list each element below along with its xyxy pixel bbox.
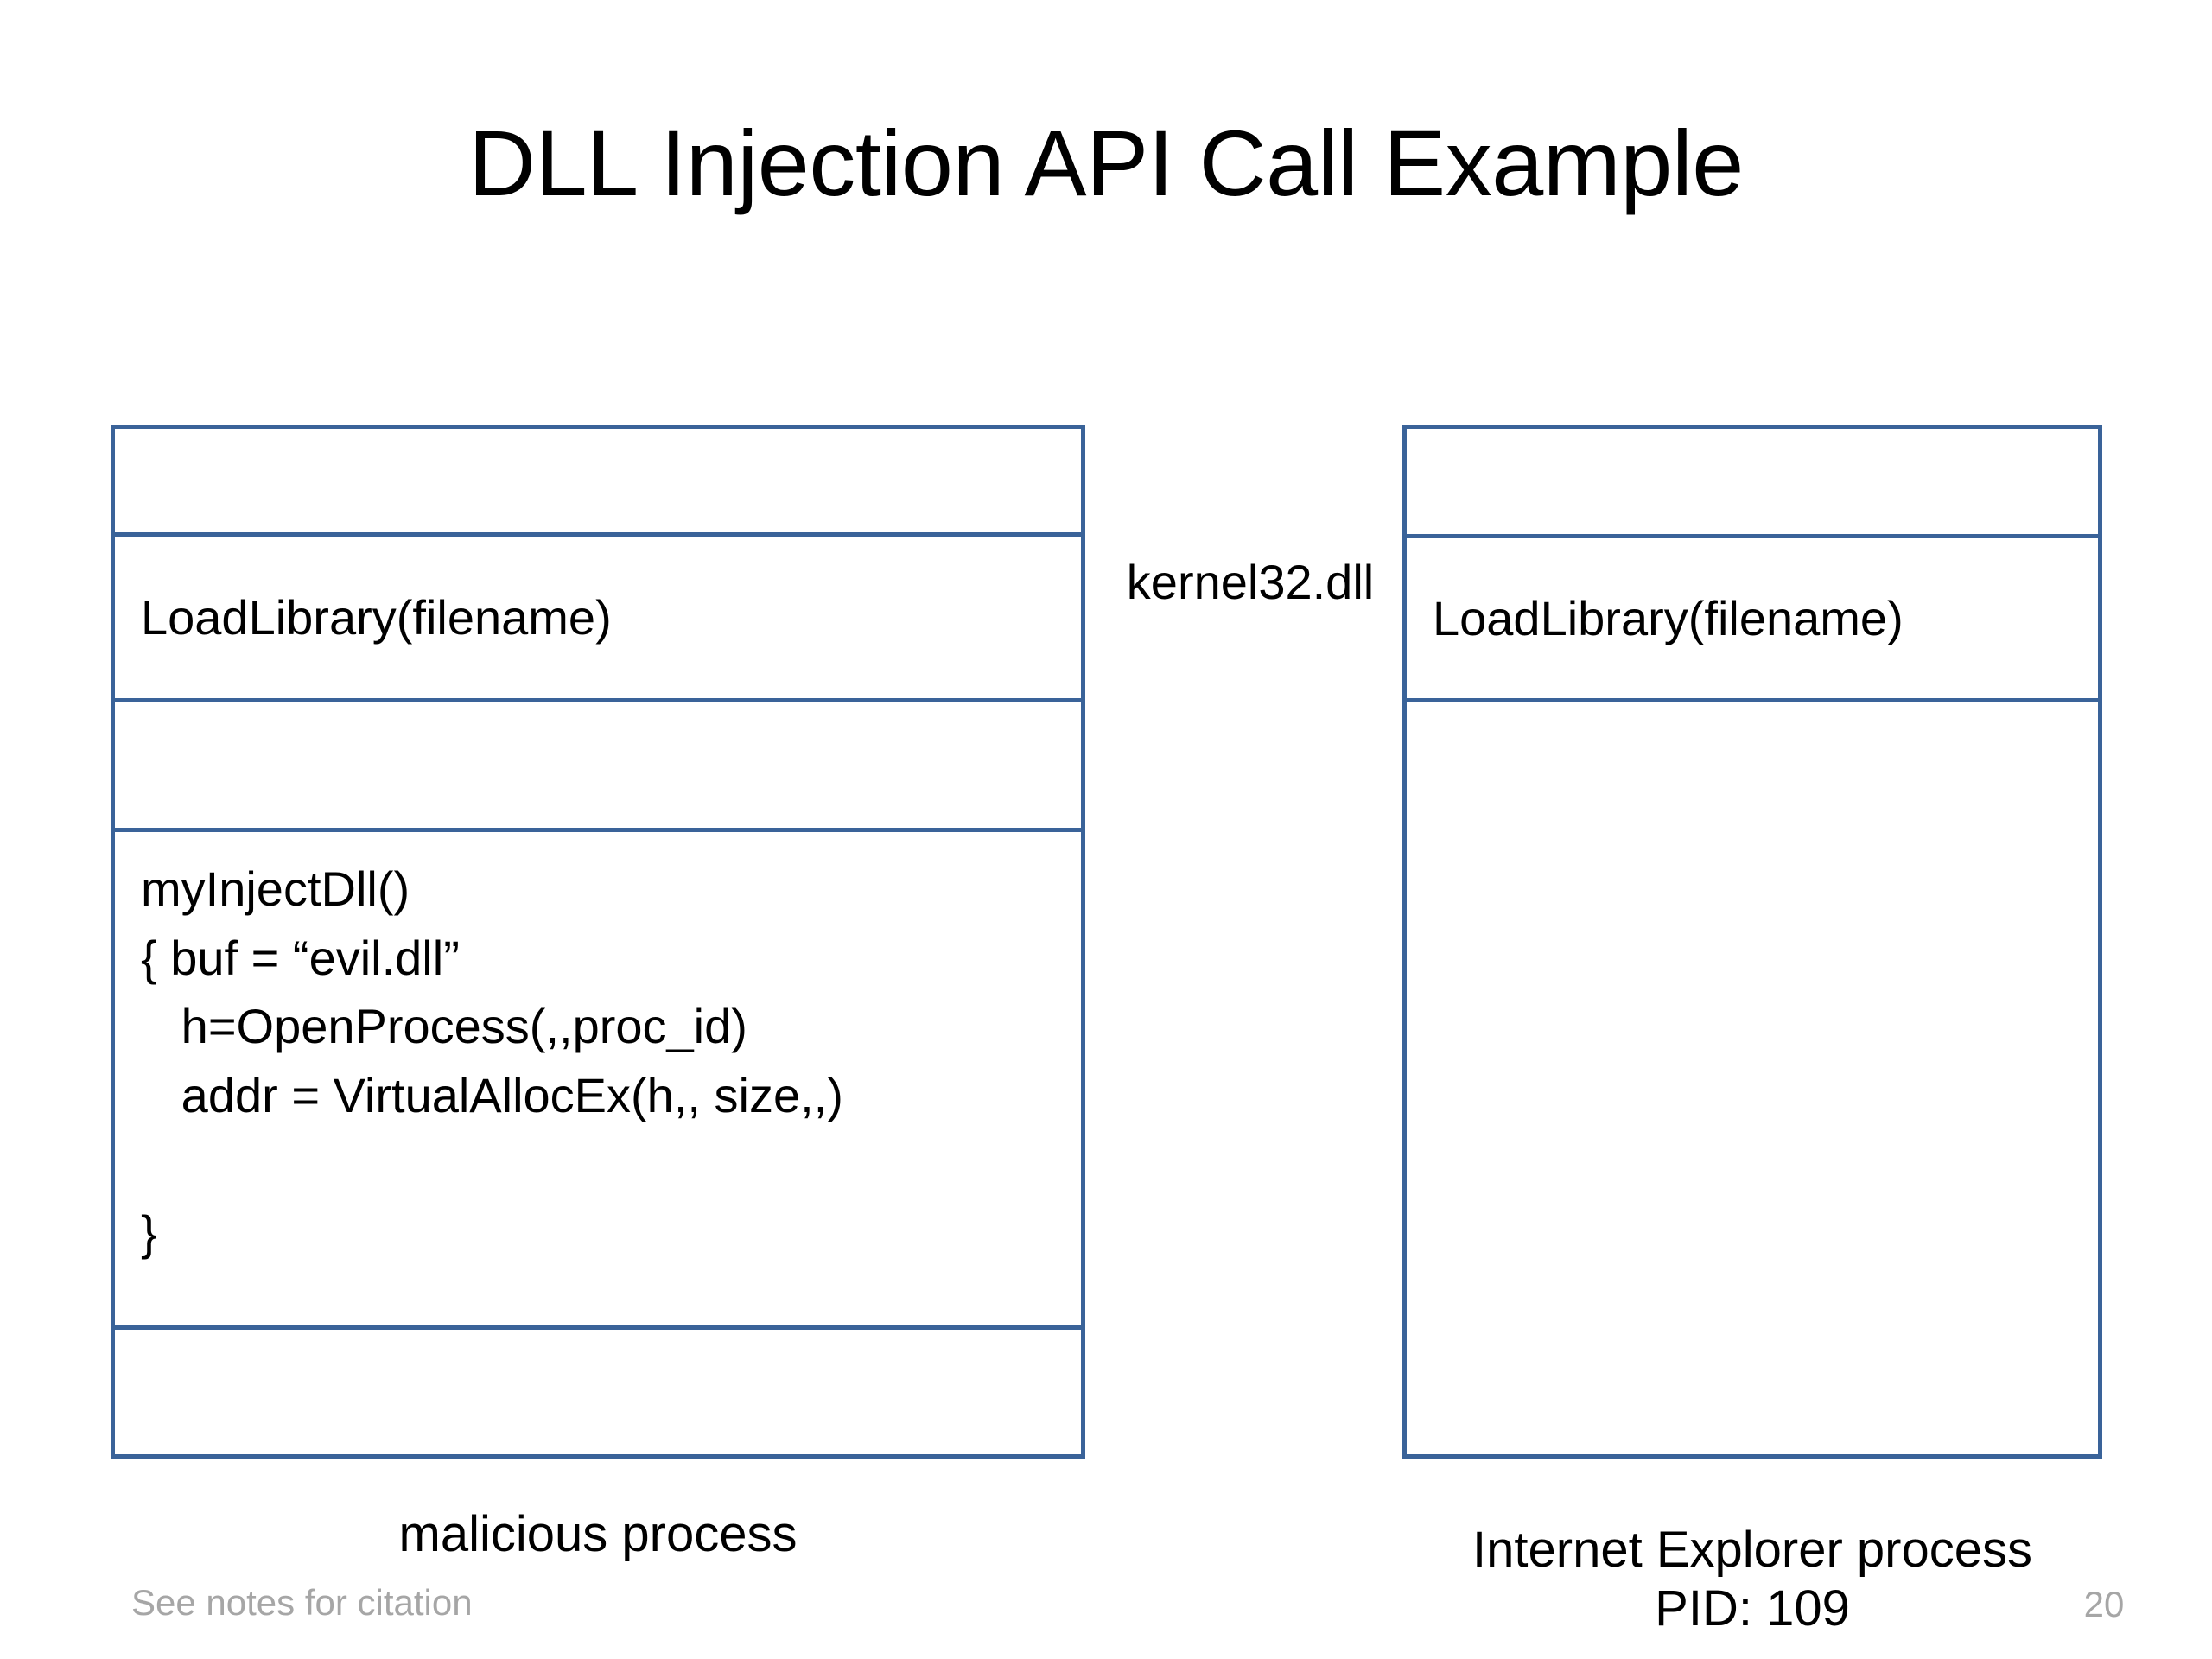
malicious-process-row-0	[115, 429, 1081, 537]
malicious-process-loadlibrary-label: LoadLibrary(filename)	[141, 589, 612, 645]
ie-process-caption: Internet Explorer process PID: 109	[1402, 1521, 2102, 1639]
malicious-process-row-code: myInjectDll() { buf = “evil.dll” h=OpenP…	[115, 832, 1081, 1330]
ie-process-box: LoadLibrary(filename)	[1402, 425, 2102, 1459]
ie-process-caption-line2: PID: 109	[1655, 1580, 1850, 1637]
ie-process-row-loadlibrary: LoadLibrary(filename)	[1407, 538, 2098, 702]
kernel32-dll-label: kernel32.dll	[1126, 555, 1375, 609]
ie-process-row-2	[1407, 702, 2098, 1454]
ie-process-caption-line1: Internet Explorer process	[1472, 1522, 2032, 1578]
page-title: DLL Injection API Call Example	[468, 111, 1744, 215]
malicious-process-row-loadlibrary: LoadLibrary(filename)	[115, 537, 1081, 702]
malicious-process-box: LoadLibrary(filename) myInjectDll() { bu…	[111, 425, 1085, 1459]
ie-process-loadlibrary-label: LoadLibrary(filename)	[1433, 590, 1904, 645]
ie-process-row-0	[1407, 429, 2098, 538]
citation-note: See notes for citation	[131, 1582, 473, 1623]
malicious-process-caption: malicious process	[398, 1506, 798, 1562]
malicious-process-row-2	[115, 702, 1081, 832]
slide-number: 20	[2083, 1584, 2125, 1624]
malicious-process-code-block: myInjectDll() { buf = “evil.dll” h=OpenP…	[141, 861, 843, 1260]
malicious-process-row-4	[115, 1330, 1081, 1454]
